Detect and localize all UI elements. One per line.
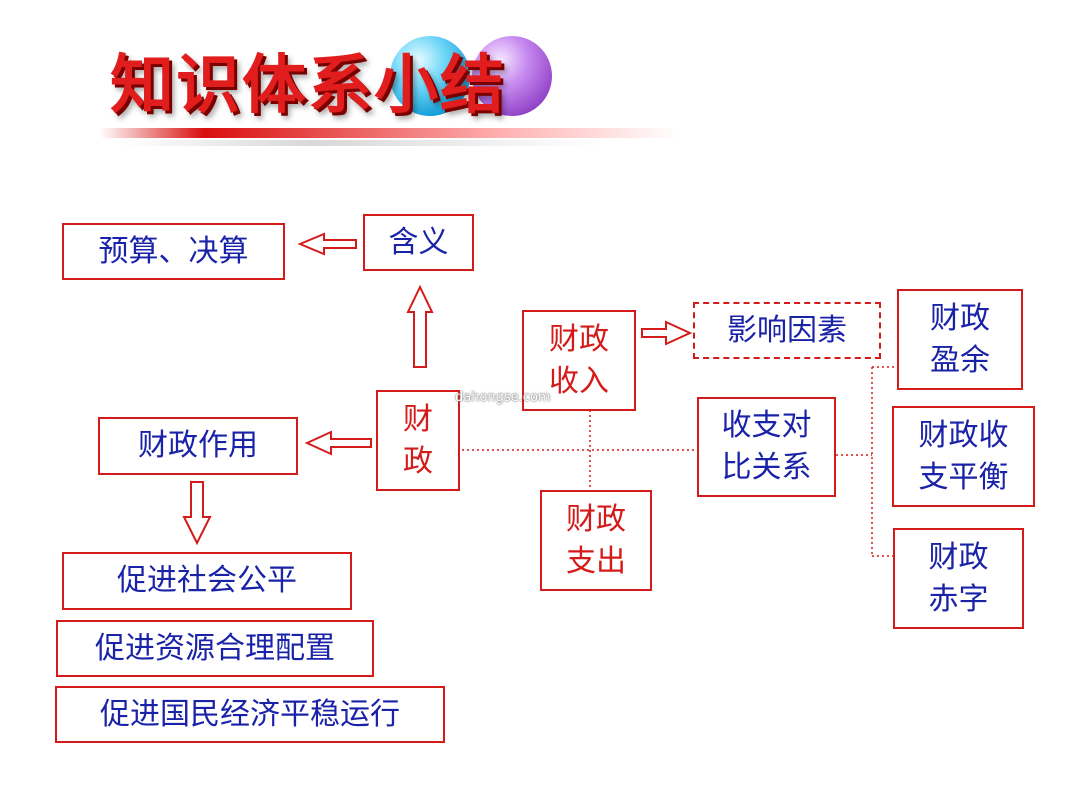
node-social-fairness: 促进社会公平 bbox=[62, 552, 352, 610]
node-surplus: 财政 盈余 bbox=[897, 289, 1023, 390]
arrow-left-icon bbox=[297, 232, 357, 256]
node-comparison: 收支对 比关系 bbox=[697, 397, 836, 497]
title-banner: 知识体系小结 bbox=[100, 28, 700, 148]
page-title: 知识体系小结 bbox=[110, 49, 506, 123]
node-fiscal-role: 财政作用 bbox=[98, 417, 298, 475]
node-budget: 预算、决算 bbox=[62, 223, 285, 280]
node-fiscal-expenditure: 财政 支出 bbox=[540, 490, 652, 591]
blue-orb-decoration bbox=[390, 36, 470, 116]
title-underline-shadow bbox=[120, 140, 600, 146]
node-fiscal: 财 政 bbox=[376, 390, 460, 491]
arrow-left-icon bbox=[304, 430, 372, 456]
node-economic-stability: 促进国民经济平稳运行 bbox=[55, 686, 445, 743]
node-deficit: 财政 赤字 bbox=[893, 528, 1024, 629]
node-fiscal-revenue: 财政 收入 bbox=[522, 310, 636, 411]
arrow-right-icon bbox=[641, 320, 693, 346]
arrow-down-icon bbox=[182, 481, 212, 546]
node-resource-allocation: 促进资源合理配置 bbox=[56, 620, 374, 677]
watermark: dahongse.com bbox=[455, 390, 551, 405]
node-meaning: 含义 bbox=[363, 214, 474, 271]
title-underline bbox=[100, 128, 680, 138]
node-balance: 财政收 支平衡 bbox=[892, 406, 1035, 507]
arrow-up-icon bbox=[406, 284, 434, 368]
node-factors: 影响因素 bbox=[693, 302, 881, 359]
purple-orb-decoration bbox=[472, 36, 552, 116]
